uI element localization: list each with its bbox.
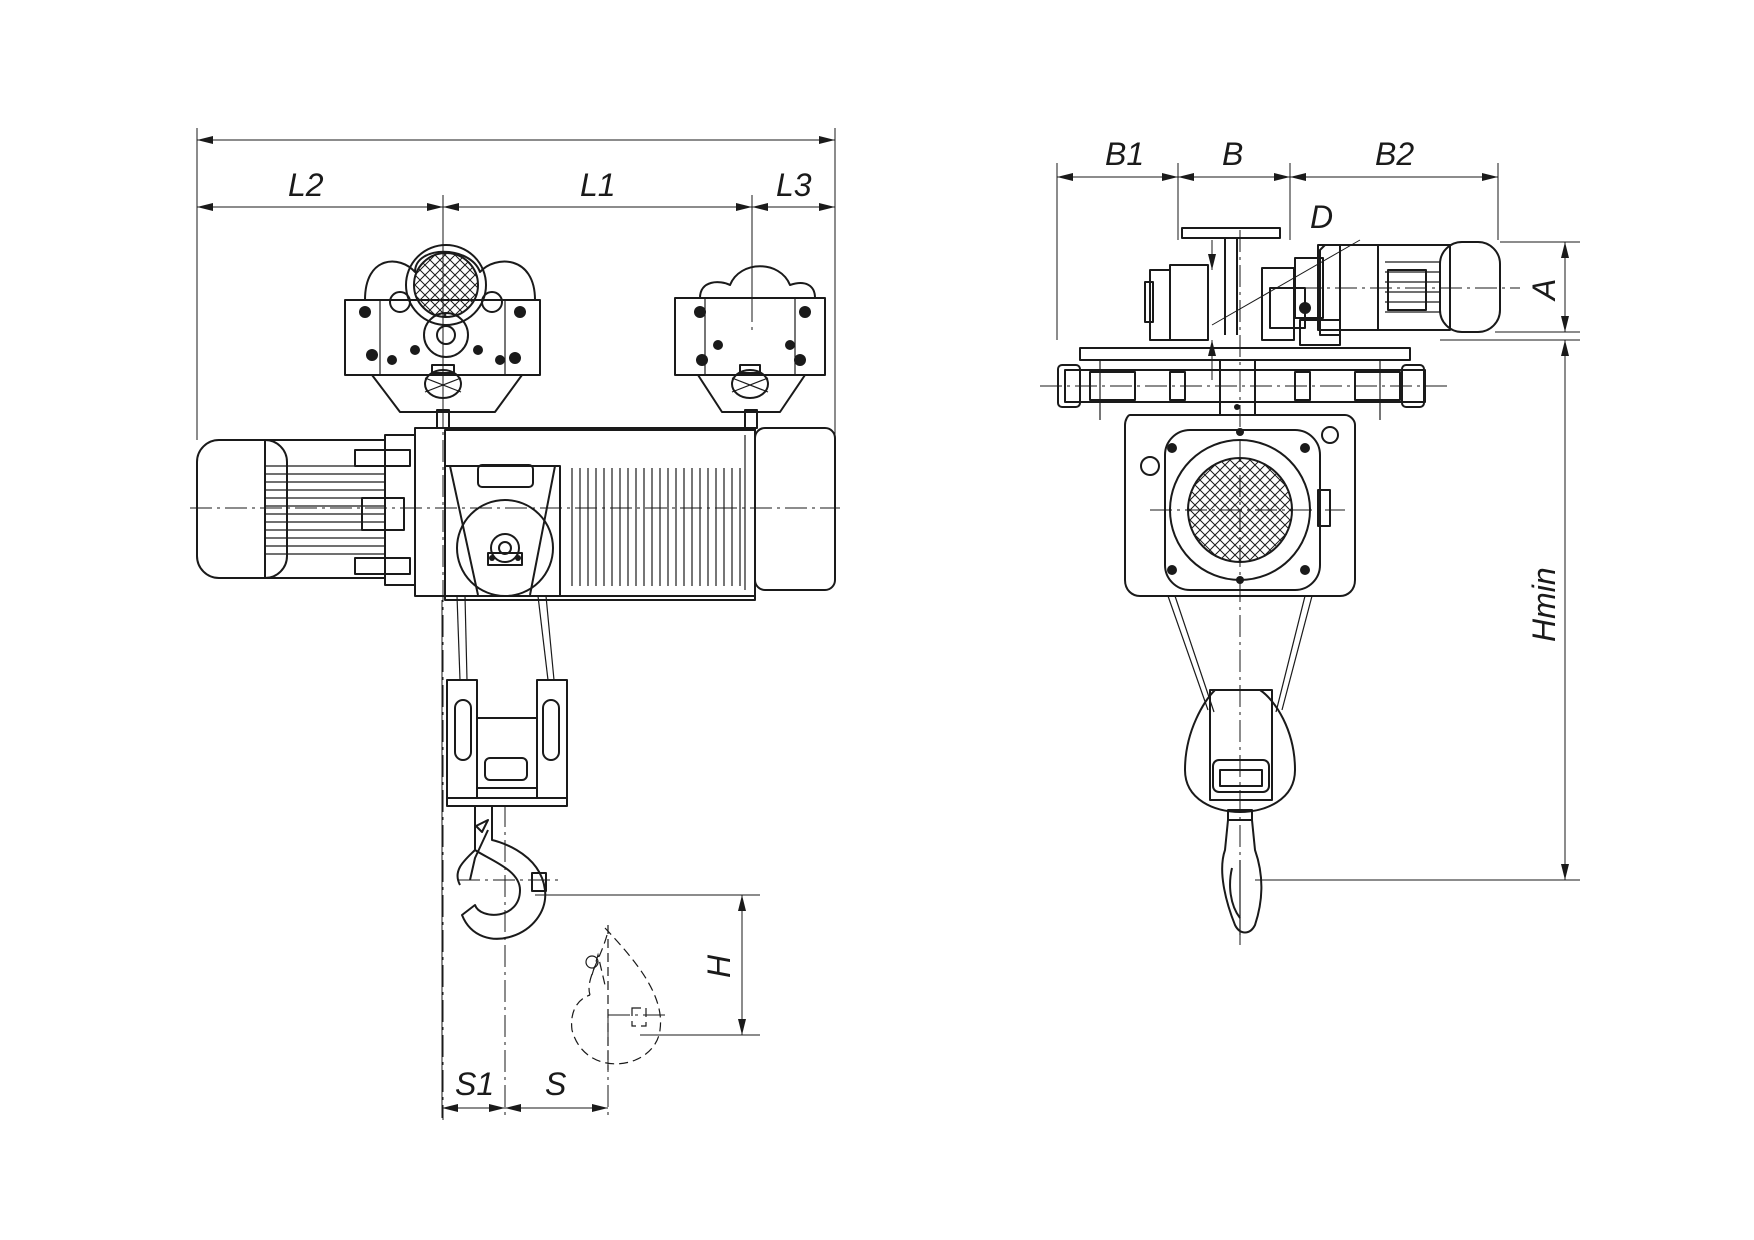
side-view: B1 B B2 D [1040,136,1580,945]
trolley-side-frame [1079,264,1411,420]
wheel-shaft [1057,359,1426,416]
wire-ropes [456,595,555,681]
dim-label-h: H [701,954,737,978]
dim-label-d: D [1310,199,1333,235]
hook-swing-position [570,925,662,1070]
hmin-dimension: Hmin [1255,339,1580,881]
i-beam [1181,227,1281,380]
dim-label-l3: L3 [776,167,812,203]
dim-label-b: B [1222,136,1243,172]
dim-label-l2: L2 [288,167,324,203]
dim-label-hmin: Hmin [1526,567,1562,642]
l-dimensions: L2 L1 L3 [197,167,835,420]
dim-label-b2: B2 [1375,136,1414,172]
side-wire-ropes [1167,595,1313,713]
d-dimension: D [1211,199,1361,326]
hook-block [446,679,568,807]
side-crane-hook [1221,819,1263,935]
front-view: L2 L1 L3 [190,128,840,1120]
b-dimensions: B1 B B2 [1056,136,1499,340]
dim-label-l1: L1 [580,167,616,203]
motor-fins [265,465,385,555]
h-dimension: H [535,894,760,1036]
dim-label-b1: B1 [1105,136,1144,172]
dim-label-s1: S1 [455,1066,494,1102]
a-dimension: A [1495,241,1580,333]
hoist-motor [196,434,416,586]
s-dimensions: S1 S [441,600,608,1118]
travel-motor [1294,241,1501,346]
rope-drum-grooves [571,468,741,586]
right-trolley [674,265,826,429]
overall-length-dimension [196,128,836,440]
crane-hook [456,806,547,940]
left-trolley [344,244,541,429]
dim-label-a: A [1526,279,1562,302]
drum-housing [414,427,836,601]
dim-label-s: S [545,1066,566,1102]
